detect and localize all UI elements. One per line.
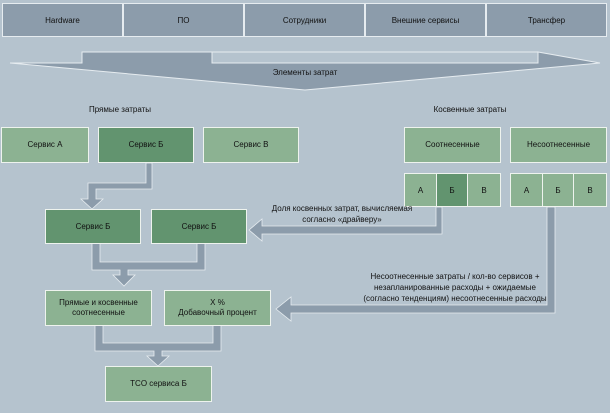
funnel-label: Элементы затрат: [272, 68, 338, 77]
driver-note-line1: Доля косвенных затрат, вычисляемая: [271, 204, 413, 213]
direct-service-a: Сервис А: [1, 127, 89, 163]
unallocated-costs: Несоотнесенные: [510, 127, 607, 163]
unallocated-cell-c: В: [573, 173, 607, 207]
allocated-cell-b: Б: [436, 173, 468, 207]
markup-percent-box: X % Добавочный процент: [164, 290, 271, 326]
unallocated-cell-a: А: [510, 173, 543, 207]
category-staff: Сотрудники: [244, 3, 365, 37]
unallocated-note-line2: незапланированные расходы + ожидаемые: [374, 283, 536, 292]
category-transfer: Трансфер: [486, 3, 607, 37]
allocated-cell-c: В: [467, 173, 501, 207]
unallocated-note-line3: (согласно тенденциям) несоотнесенные рас…: [363, 294, 547, 303]
combined-line2: соотнесенные: [72, 308, 125, 317]
funnel-body: [9, 51, 601, 91]
driver-note-line2: согласно «драйверу»: [302, 215, 382, 224]
category-software: ПО: [123, 3, 244, 37]
connector-to-tco: [94, 324, 222, 367]
connector-driver-arrow: [248, 206, 443, 242]
markup-line2: Добавочный процент: [178, 308, 257, 317]
tco-service-b: TCO сервиса Б: [105, 366, 212, 402]
unallocated-cell-b: Б: [542, 173, 574, 207]
direct-service-c: Сервис В: [203, 127, 299, 163]
middle-service-b-indirect: Сервис Б: [151, 209, 247, 244]
middle-service-b-direct: Сервис Б: [45, 209, 141, 244]
direct-and-indirect-box: Прямые и косвенные соотнесенные: [45, 290, 152, 326]
unallocated-note: Несоотнесенные затраты / кол-во сервисов…: [360, 271, 550, 304]
direct-service-b: Сервис Б: [98, 127, 194, 163]
connector-middle-join: [91, 242, 206, 287]
unallocated-note-line1: Несоотнесенные затраты / кол-во сервисов…: [370, 272, 540, 281]
cost-categories-bar: Hardware ПО Сотрудники Внешние сервисы Т…: [2, 3, 607, 37]
category-hardware: Hardware: [2, 3, 123, 37]
allocated-costs: Соотнесенные: [404, 127, 501, 163]
driver-note: Доля косвенных затрат, вычисляемая согла…: [262, 203, 422, 225]
markup-line1: X %: [210, 298, 225, 307]
connector-unallocated-arrow: [275, 206, 556, 322]
direct-costs-heading: Прямые затраты: [88, 105, 152, 114]
connector-direct-to-middle: [79, 162, 153, 210]
combined-line1: Прямые и косвенные: [59, 298, 138, 307]
allocated-cell-a: А: [404, 173, 437, 207]
category-external-services: Внешние сервисы: [365, 3, 486, 37]
indirect-costs-heading: Косвенные затраты: [433, 105, 507, 114]
